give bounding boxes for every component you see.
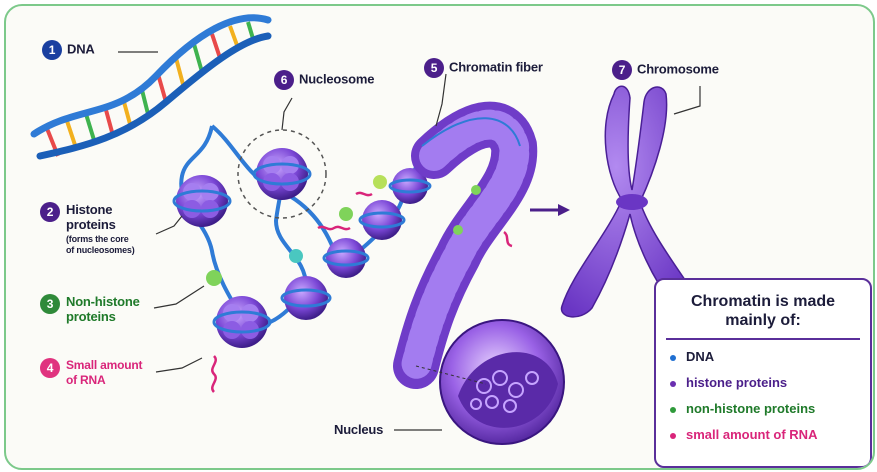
badge-5: 5 [424, 58, 444, 78]
badge-4: 4 [40, 358, 60, 378]
legend-dot-histone [670, 381, 676, 387]
badge-2: 2 [40, 202, 60, 222]
label-histone-note2: of nucleosomes) [60, 245, 135, 256]
label-nucleus: Nucleus [334, 422, 383, 437]
legend-dot-non-histone [670, 407, 676, 413]
label-histone: 2 Histone proteins (forms the core of nu… [60, 202, 135, 256]
diagram-frame: 1DNA 2 Histone proteins (forms the core … [4, 4, 875, 470]
legend-title: Chromatin is made mainly of: [656, 292, 870, 330]
legend-item-histone: histone proteins [670, 372, 870, 394]
label-dna-text: DNA [67, 41, 95, 56]
legend-divider [666, 338, 860, 340]
badge-1: 1 [42, 40, 62, 60]
legend-dot-dna [670, 355, 676, 361]
label-chromatin-fiber: 5 Chromatin fiber [424, 58, 543, 78]
label-rna: 4 Small amount of RNA [60, 358, 142, 388]
label-nucleosome-text: Nucleosome [299, 71, 374, 86]
label-nucleosome: 6 Nucleosome [274, 70, 374, 90]
label-histone-note1: (forms the core [60, 234, 135, 245]
label-non-histone: 3 Non-histone proteins [60, 294, 140, 324]
label-chromosome: 7 Chromosome [612, 60, 719, 80]
legend-title-line1: Chromatin is made [656, 292, 870, 311]
legend-text-non-histone: non-histone proteins [686, 401, 815, 416]
legend-box: Chromatin is made mainly of: DNA histone… [654, 278, 872, 468]
nucleosome-group [174, 130, 430, 348]
legend-item-dna: DNA [670, 346, 870, 368]
label-rna-line2: of RNA [60, 373, 142, 388]
dna-helix [34, 18, 268, 156]
badge-7: 7 [612, 60, 632, 80]
legend-dot-rna [670, 433, 676, 439]
label-dna: 1 DNA [42, 40, 95, 60]
legend-text-histone: histone proteins [686, 375, 787, 390]
label-rna-line1: Small amount [60, 358, 142, 373]
label-histone-line2: proteins [60, 217, 135, 232]
badge-3: 3 [40, 294, 60, 314]
legend-item-rna: small amount of RNA [670, 424, 870, 446]
label-histone-line1: Histone [60, 202, 135, 217]
fiber-protein-dot [471, 185, 481, 195]
label-chromosome-text: Chromosome [637, 61, 719, 76]
legend-title-line2: mainly of: [656, 311, 870, 330]
label-non-histone-line1: Non-histone [60, 294, 140, 309]
legend-text-dna: DNA [686, 349, 714, 364]
label-non-histone-line2: proteins [60, 309, 140, 324]
label-fiber-text: Chromatin fiber [449, 59, 543, 74]
arrow-to-chromosome [530, 204, 570, 216]
fiber-protein-dot [453, 225, 463, 235]
legend-item-non-histone: non-histone proteins [670, 398, 870, 420]
legend-text-rna: small amount of RNA [686, 427, 817, 442]
legend-list: DNA histone proteins non-histone protein… [656, 346, 870, 446]
badge-6: 6 [274, 70, 294, 90]
